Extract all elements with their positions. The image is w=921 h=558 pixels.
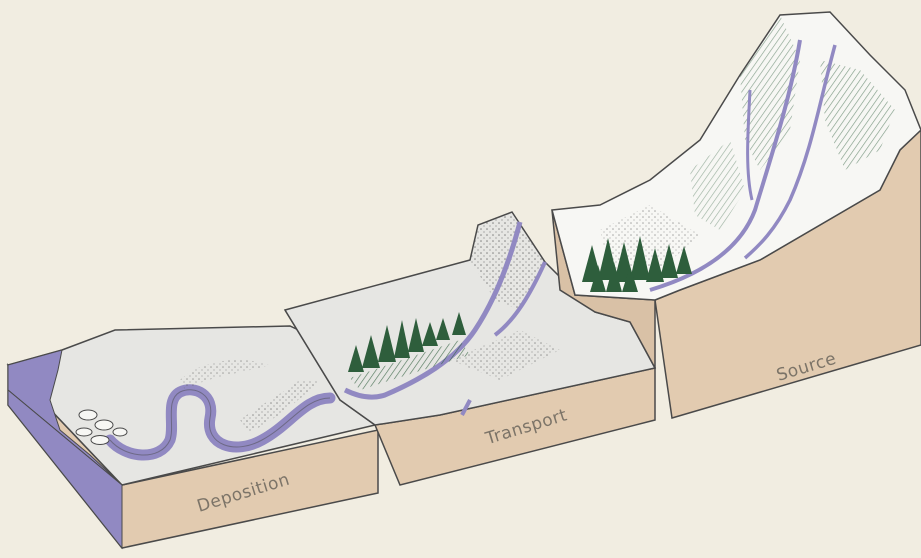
sediment-diagram: Deposition Transport: [0, 0, 921, 558]
diagram-canvas: Deposition Transport: [0, 0, 921, 558]
